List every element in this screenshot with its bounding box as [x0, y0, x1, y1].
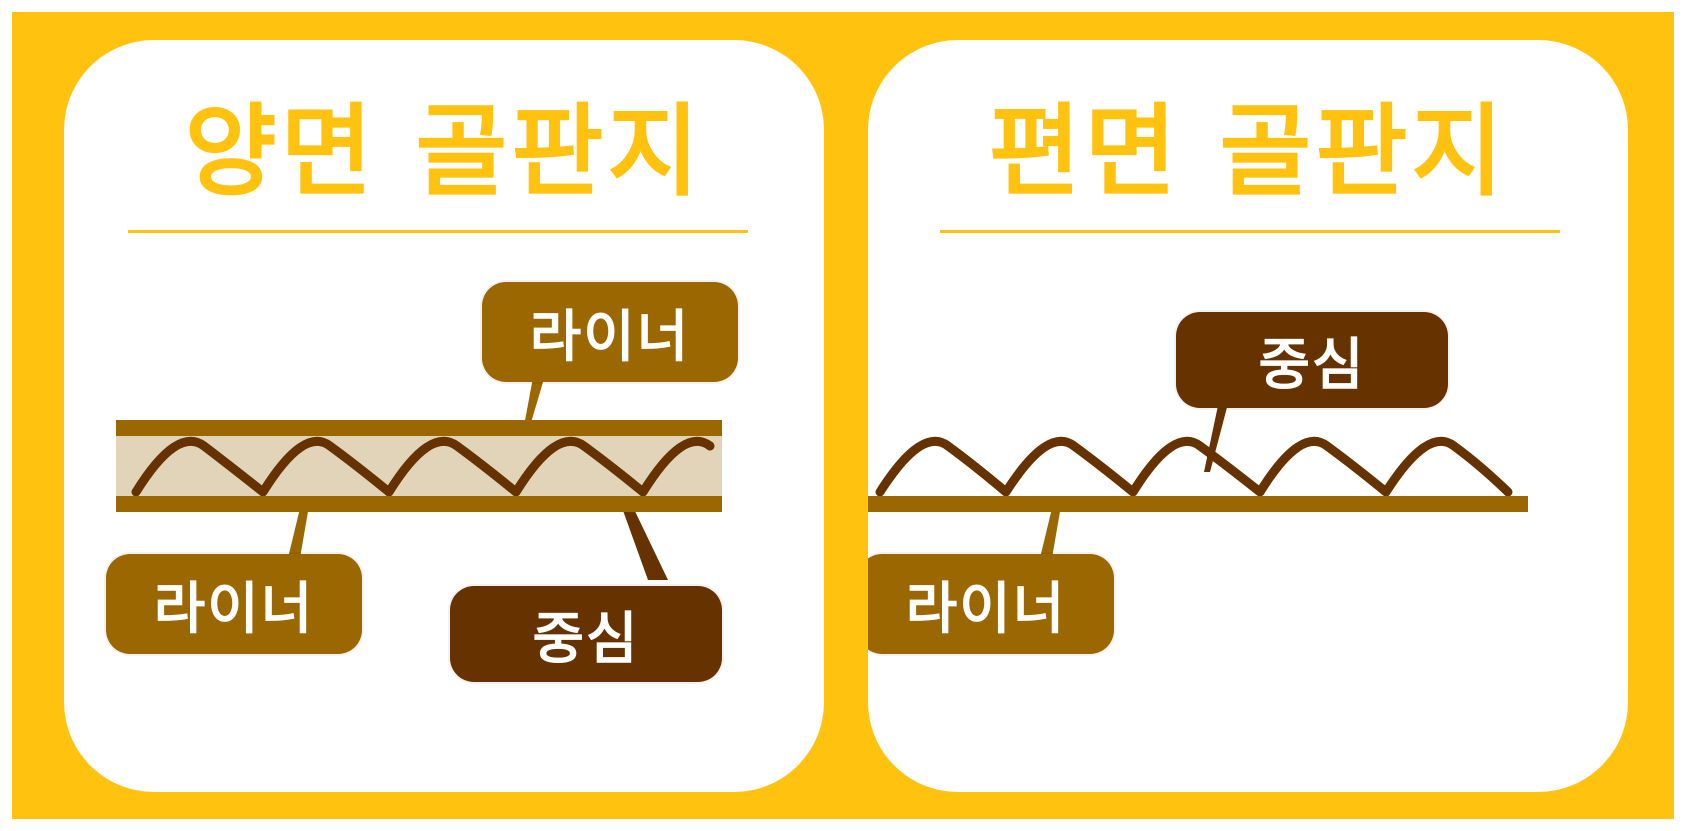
liner-bottom-board	[116, 496, 722, 512]
pointer-liner-bottom	[288, 500, 310, 558]
pointer-liner-bottom	[1040, 500, 1062, 558]
liner-top-board	[116, 420, 722, 436]
corrugated-core-wave	[131, 436, 715, 497]
title-underline	[940, 230, 1560, 233]
label-core-text: 중심	[532, 606, 640, 672]
label-liner-top-text: 라이너	[529, 304, 691, 370]
panel-title-double-faced: 양면 골판지	[184, 93, 704, 210]
flute-fill	[116, 436, 722, 498]
single-faced-board-diagram	[868, 396, 1528, 558]
label-liner-bottom-text: 라이너	[153, 576, 315, 642]
panel-title-single-faced: 편면 골판지	[988, 93, 1508, 210]
label-core: 중심	[450, 586, 722, 682]
label-liner-bottom: 라이너	[106, 554, 362, 654]
pointer-liner-top	[524, 372, 546, 426]
panel-double-faced: 양면 골판지 라이너 라이너 중심	[64, 40, 824, 792]
corrugated-core-wave	[875, 436, 1513, 497]
yellow-frame: 양면 골판지 라이너 라이너 중심 편면 골판지	[12, 12, 1674, 819]
label-core: 중심	[1176, 312, 1448, 408]
title-underline	[128, 230, 748, 233]
label-liner-bottom: 라이너	[868, 554, 1114, 654]
label-core-text: 중심	[1258, 332, 1366, 398]
label-liner-top: 라이너	[482, 282, 738, 382]
label-liner-bottom-text: 라이너	[905, 576, 1067, 642]
liner-bottom-board	[868, 496, 1528, 512]
double-faced-board-diagram	[116, 372, 722, 580]
panel-single-faced: 편면 골판지 중심 라이너	[868, 40, 1628, 792]
